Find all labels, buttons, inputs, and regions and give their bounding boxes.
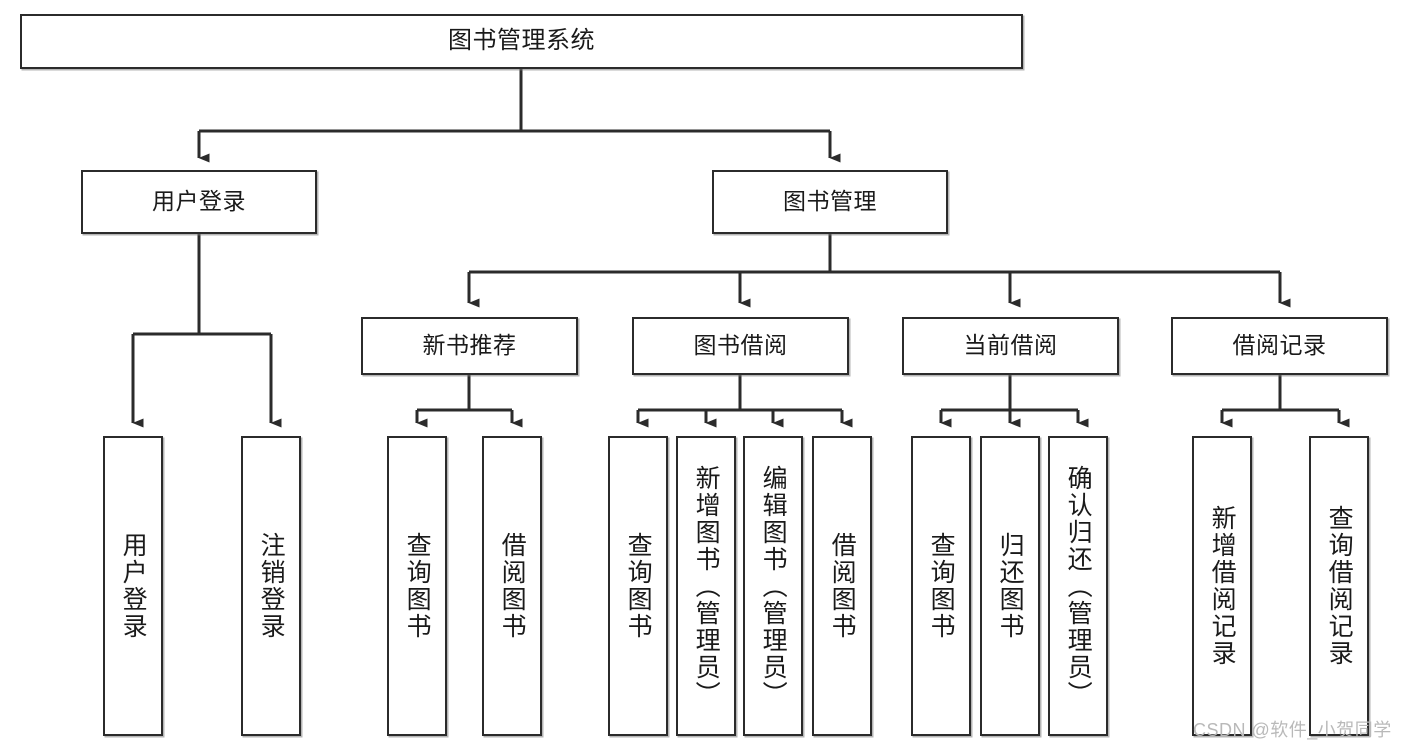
leaf-book-borrow-borrow[interactable]: 借阅图书 xyxy=(812,436,872,736)
node-user-login[interactable]: 用户登录 xyxy=(81,170,317,234)
leaf-current-borrow-confirm-admin[interactable]: 确认归还（管理员） xyxy=(1048,436,1108,736)
node-label: 用户登录 xyxy=(119,532,148,640)
leaf-user-login-login[interactable]: 用户登录 xyxy=(103,436,163,736)
leaf-current-borrow-query[interactable]: 查询图书 xyxy=(911,436,971,736)
leaf-book-borrow-add-admin[interactable]: 新增图书（管理员） xyxy=(676,436,736,736)
node-label: 借阅图书 xyxy=(828,532,857,640)
node-label: 新增图书（管理员） xyxy=(692,464,721,708)
node-label: 查询图书 xyxy=(927,532,956,640)
node-borrow-record[interactable]: 借阅记录 xyxy=(1171,317,1388,375)
node-current-borrow[interactable]: 当前借阅 xyxy=(902,317,1119,375)
node-root-book-management-system[interactable]: 图书管理系统 xyxy=(20,14,1023,69)
leaf-new-book-borrow[interactable]: 借阅图书 xyxy=(482,436,542,736)
node-label: 查询图书 xyxy=(624,532,653,640)
node-label: 归还图书 xyxy=(996,532,1025,640)
node-new-book-recommend[interactable]: 新书推荐 xyxy=(361,317,578,375)
node-label: 图书管理 xyxy=(783,188,877,215)
node-book-management[interactable]: 图书管理 xyxy=(712,170,948,234)
node-label: 当前借阅 xyxy=(963,332,1058,359)
node-label: 借阅图书 xyxy=(498,532,527,640)
leaf-borrow-record-query[interactable]: 查询借阅记录 xyxy=(1309,436,1369,736)
node-label: 借阅记录 xyxy=(1232,332,1327,359)
leaf-book-borrow-edit-admin[interactable]: 编辑图书（管理员） xyxy=(743,436,803,736)
node-label: 用户登录 xyxy=(152,188,246,215)
node-label: 查询图书 xyxy=(403,532,432,640)
node-label: 新增借阅记录 xyxy=(1208,505,1237,667)
leaf-book-borrow-query[interactable]: 查询图书 xyxy=(608,436,668,736)
node-label: 查询借阅记录 xyxy=(1325,505,1354,667)
node-label: 注销登录 xyxy=(257,532,286,640)
node-book-borrow[interactable]: 图书借阅 xyxy=(632,317,849,375)
leaf-user-login-logout[interactable]: 注销登录 xyxy=(241,436,301,736)
node-label: 编辑图书（管理员） xyxy=(759,464,788,708)
leaf-current-borrow-return[interactable]: 归还图书 xyxy=(980,436,1040,736)
node-label: 确认归还（管理员） xyxy=(1064,464,1093,708)
leaf-borrow-record-add[interactable]: 新增借阅记录 xyxy=(1192,436,1252,736)
node-label: 图书借阅 xyxy=(693,332,788,359)
node-label: 图书管理系统 xyxy=(448,27,595,55)
csdn-watermark: CSDN @软件_小贺同学 xyxy=(1193,720,1392,740)
node-label: 新书推荐 xyxy=(422,332,517,359)
leaf-new-book-query[interactable]: 查询图书 xyxy=(387,436,447,736)
